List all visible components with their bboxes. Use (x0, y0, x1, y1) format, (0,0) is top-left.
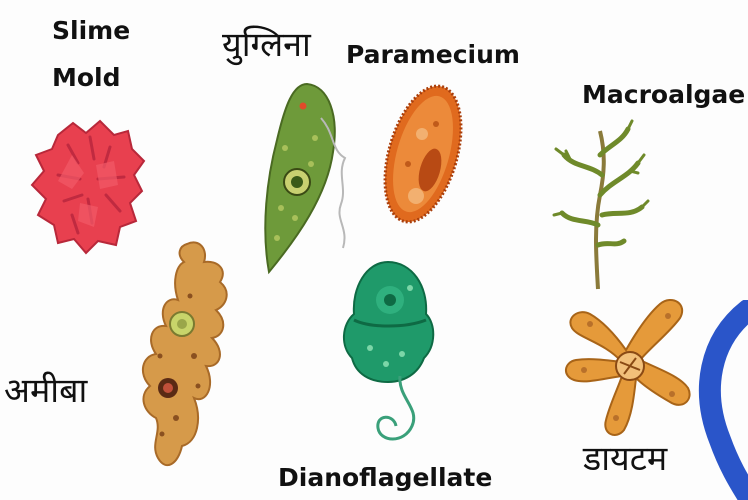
diatom-image (560, 292, 700, 442)
dinoflagellate-label: Dianoflagellate (278, 465, 492, 490)
slime-mold-image (28, 115, 148, 255)
paramecium-label: Paramecium (346, 42, 520, 67)
watermark-shape (690, 300, 748, 500)
euglena-image (255, 78, 355, 278)
euglena-label: युग्लिना (222, 28, 311, 62)
amoeba-image (132, 236, 252, 486)
macroalgae-label: Macroalgae (582, 82, 745, 107)
macroalgae-image (550, 115, 650, 295)
paramecium-image (378, 74, 468, 234)
slime-mold-label-line1: Slime (52, 18, 130, 43)
diatom-label: डायटम (583, 442, 667, 476)
slime-mold-label-line2: Mold (52, 65, 121, 90)
dinoflagellate-image (340, 258, 440, 458)
amoeba-label: अमीबा (4, 374, 87, 408)
